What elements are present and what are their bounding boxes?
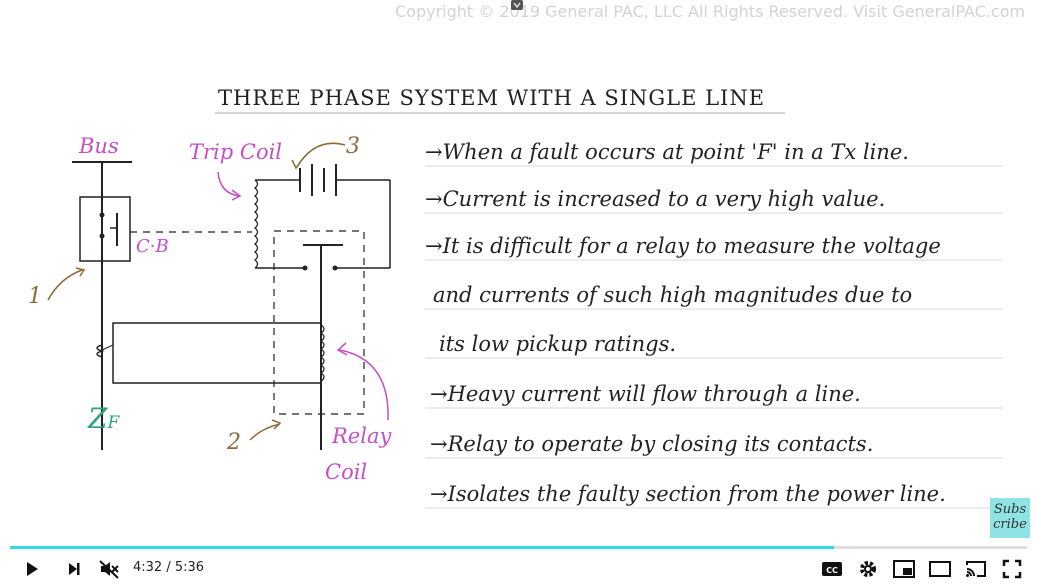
note-line-4: and currents of such high magnitudes due… <box>433 283 913 307</box>
note-line-8: →Isolates the faulty section from the po… <box>430 482 946 506</box>
relay-label: Relay <box>332 424 392 448</box>
mute-button[interactable] <box>97 557 121 581</box>
player-controls: 4:32 / 5:36 CC <box>0 540 1037 584</box>
chevron-down-icon[interactable] <box>511 0 523 10</box>
current-transformer-loop <box>112 322 322 384</box>
note-rules <box>425 165 1003 509</box>
subscribe-button[interactable]: Subs cribe <box>990 498 1030 538</box>
gear-icon <box>860 561 876 577</box>
cast-icon <box>966 561 986 577</box>
next-button[interactable] <box>62 557 86 581</box>
play-icon <box>27 562 38 576</box>
trip-coil <box>253 179 259 269</box>
theater-mode-button[interactable] <box>928 557 952 581</box>
progress-bar[interactable] <box>10 546 1027 549</box>
fullscreen-button[interactable] <box>1000 557 1024 581</box>
slide-title: THREE PHASE SYSTEM WITH A SINGLE LINE <box>218 86 766 110</box>
marker-1: 1 <box>28 284 42 309</box>
coil-label: Coil <box>325 460 368 484</box>
note-line-2: →Current is increased to a very high val… <box>425 187 886 211</box>
next-icon <box>69 563 80 575</box>
relay-coil <box>319 324 325 382</box>
note-line-7: →Relay to operate by closing its contact… <box>430 432 874 456</box>
settings-button[interactable] <box>856 557 880 581</box>
breaker-box <box>79 196 131 262</box>
cb-label: C·B <box>136 236 169 257</box>
bus-label: Bus <box>79 134 119 158</box>
fullscreen-icon <box>1002 559 1022 579</box>
muted-volume-icon <box>99 560 119 579</box>
miniplayer-icon <box>893 560 915 578</box>
theater-mode-icon <box>929 561 951 577</box>
note-line-5: its low pickup ratings. <box>439 332 677 356</box>
note-line-3: →It is difficult for a relay to measure … <box>425 234 941 258</box>
marker-3: 3 <box>346 134 360 159</box>
miniplayer-button[interactable] <box>892 557 916 581</box>
captions-button[interactable]: CC <box>820 557 844 581</box>
cast-button[interactable] <box>964 557 988 581</box>
relay-enclosure <box>273 230 365 415</box>
play-button[interactable] <box>20 557 44 581</box>
time-display: 4:32 / 5:36 <box>133 560 205 575</box>
note-line-1: →When a fault occurs at point 'F' in a T… <box>425 140 909 164</box>
whiteboard-drawing <box>47 112 1003 509</box>
note-line-6: →Heavy current will flow through a line. <box>430 382 861 406</box>
fault-impedance-label: ZF <box>88 402 120 435</box>
captions-icon: CC <box>822 562 842 576</box>
progress-played <box>10 546 834 549</box>
marker-2: 2 <box>227 430 241 455</box>
trip-coil-label: Trip Coil <box>189 140 283 164</box>
svg-text:CC: CC <box>826 566 838 575</box>
copyright-watermark: Copyright © 2019 General PAC, LLC All Ri… <box>395 2 1026 21</box>
